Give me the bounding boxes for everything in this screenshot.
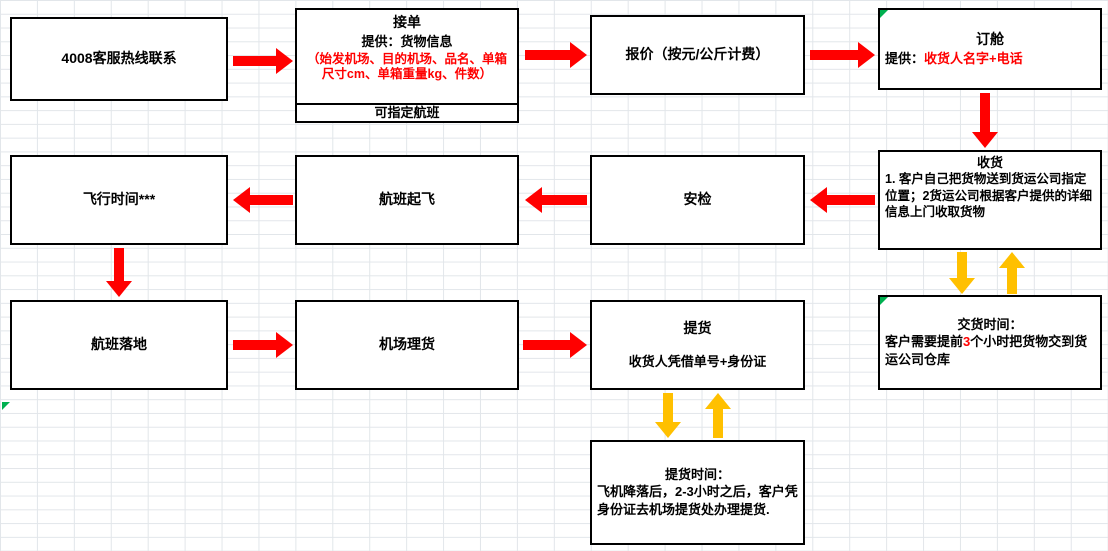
flow-box-pickup-time[interactable]: 提货时间： 飞机降落后，2-3小时之后，客户凭身份证去机场提货处办理提货. bbox=[590, 440, 805, 545]
flow-box-order[interactable]: 接单 提供：货物信息 （始发机场、目的机场、品名、单箱尺寸cm、单箱重量kg、件… bbox=[295, 8, 519, 105]
cell-error-marker-icon bbox=[880, 10, 888, 18]
arrow-receive-to-delivery-time[interactable] bbox=[949, 252, 975, 294]
flow-box-tally[interactable]: 机场理货 bbox=[295, 300, 519, 390]
booking-provide-line: 提供：收货人名字+电话 bbox=[885, 51, 1095, 67]
arrow-hotline-to-order[interactable] bbox=[233, 48, 293, 74]
delivery-time-body: 客户需要提前3个小时把货物交到货运公司仓库 bbox=[885, 333, 1095, 368]
order-footer-label: 可指定航班 bbox=[374, 104, 440, 120]
flow-box-landing[interactable]: 航班落地 bbox=[10, 300, 228, 390]
quote-title: 报价（按元/公斤计费） bbox=[625, 46, 770, 63]
arrow-tally-to-pickup[interactable] bbox=[523, 332, 587, 358]
hotline-title: 4008客服热线联系 bbox=[61, 50, 177, 67]
pickup-time-title: 提货时间： bbox=[664, 466, 730, 482]
flow-box-receive[interactable]: 收货 1. 客户自己把货物送到货运公司指定位置；2货运公司根据客户提供的详细信息… bbox=[878, 150, 1102, 250]
arrow-booking-to-receive[interactable] bbox=[972, 93, 998, 148]
security-title: 安检 bbox=[683, 191, 712, 208]
flow-box-quote[interactable]: 报价（按元/公斤计费） bbox=[590, 15, 805, 95]
arrow-security-to-takeoff[interactable] bbox=[525, 187, 587, 213]
pickup-time-body: 飞机降落后，2-3小时之后，客户凭身份证去机场提货处办理提货. bbox=[597, 484, 798, 517]
delivery-time-body-post: 个小时把货物交到货运公司仓库 bbox=[885, 334, 1088, 367]
flow-box-pickup[interactable]: 提货 收货人凭借单号+身份证 bbox=[590, 300, 805, 390]
flow-box-booking[interactable]: 订舱 提供：收货人名字+电话 bbox=[878, 8, 1102, 90]
booking-provide-label: 提供： bbox=[885, 50, 925, 66]
tally-title: 机场理货 bbox=[379, 336, 435, 353]
pickup-title: 提货 bbox=[683, 320, 712, 337]
flight-time-title: 飞行时间*** bbox=[82, 191, 156, 208]
flow-box-flight-time[interactable]: 飞行时间*** bbox=[10, 155, 228, 245]
arrow-flight-time-to-landing[interactable] bbox=[106, 248, 132, 297]
arrow-landing-to-tally[interactable] bbox=[233, 332, 293, 358]
arrow-takeoff-to-flight-time[interactable] bbox=[233, 187, 293, 213]
flow-box-order-footer[interactable]: 可指定航班 bbox=[295, 103, 519, 123]
pickup-body: 收货人凭借单号+身份证 bbox=[628, 353, 767, 369]
booking-provide-value: 收货人名字+电话 bbox=[924, 50, 1023, 66]
delivery-time-hours-highlight: 3 bbox=[963, 334, 971, 350]
booking-title: 订舱 bbox=[976, 31, 1004, 48]
arrow-delivery-time-to-receive[interactable] bbox=[999, 252, 1025, 294]
landing-title: 航班落地 bbox=[91, 336, 147, 353]
order-cargo-detail: （始发机场、目的机场、品名、单箱尺寸cm、单箱重量kg、件数） bbox=[306, 51, 507, 82]
flow-box-hotline[interactable]: 4008客服热线联系 bbox=[10, 17, 228, 101]
flow-box-delivery-time[interactable]: 交货时间： 客户需要提前3个小时把货物交到货运公司仓库 bbox=[878, 295, 1102, 390]
arrow-quote-to-booking[interactable] bbox=[810, 42, 875, 68]
cell-error-marker-icon bbox=[2, 402, 10, 410]
flow-box-security[interactable]: 安检 bbox=[590, 155, 805, 245]
order-title: 接单 bbox=[393, 14, 421, 30]
cell-error-marker-icon bbox=[880, 297, 888, 305]
receive-body: 1. 客户自己把货物送到货运公司指定位置；2货运公司根据客户提供的详细信息上门收… bbox=[885, 172, 1092, 219]
arrow-order-to-quote[interactable] bbox=[525, 42, 587, 68]
delivery-time-title: 交货时间： bbox=[957, 316, 1023, 332]
arrow-pickup-to-pickup-time[interactable] bbox=[655, 393, 681, 438]
order-provide-label: 提供：货物信息 bbox=[361, 33, 453, 49]
receive-title: 收货 bbox=[976, 155, 1003, 170]
flow-box-takeoff[interactable]: 航班起飞 bbox=[295, 155, 519, 245]
arrow-pickup-time-to-pickup[interactable] bbox=[705, 393, 731, 438]
takeoff-title: 航班起飞 bbox=[379, 191, 435, 208]
delivery-time-body-pre: 客户需要提前 bbox=[885, 334, 964, 350]
arrow-receive-to-security[interactable] bbox=[810, 187, 875, 213]
